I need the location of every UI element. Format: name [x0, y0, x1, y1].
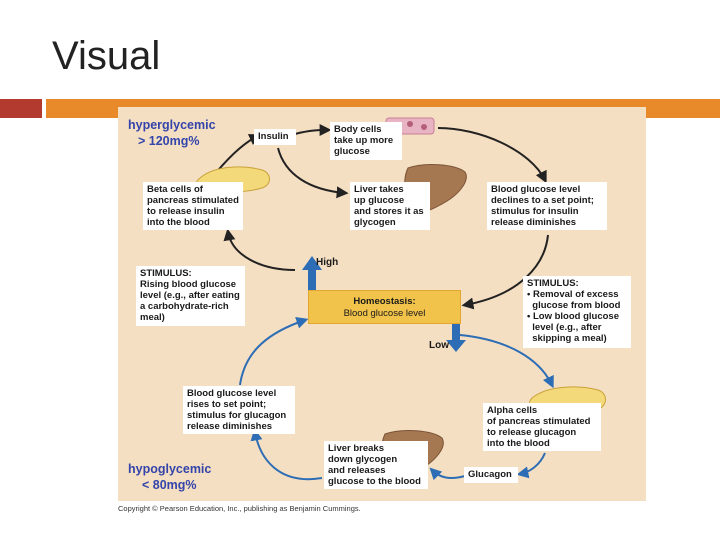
glucagon-label: Glucagon — [464, 467, 518, 483]
stimulus-left-line: STIMULUS: — [140, 268, 192, 279]
declines-line: Blood glucose level — [491, 184, 581, 195]
alpha-cells-line: of pancreas stimulated — [487, 416, 591, 427]
stimulus-right-line: glucose from blood — [527, 300, 621, 311]
hyperglycemic-text: hyperglycemic — [128, 118, 216, 132]
beta-cells-box: Beta cells of pancreas stimulated to rel… — [143, 182, 243, 230]
declines-line: stimulus for insulin — [491, 206, 579, 217]
stimulus-left-line: a carbohydrate-rich — [140, 301, 229, 312]
liver-takes-line: and stores it as — [354, 206, 424, 217]
arrow-stimulus-to-beta — [223, 228, 296, 271]
stimulus-left-line: Rising blood glucose — [140, 279, 237, 290]
rises-line: rises to set point; — [187, 399, 267, 410]
homeostasis-title: Homeostasis: — [353, 296, 416, 307]
arrow-alpha-to-glucagon — [516, 452, 546, 479]
arrow-insulin-to-liver — [277, 147, 349, 199]
beta-cells-line: into the blood — [147, 217, 210, 228]
liver-breaks-line: Liver breaks — [328, 443, 384, 454]
alpha-cells-line: into the blood — [487, 438, 550, 449]
homeostasis-box: Homeostasis: Blood glucose level — [308, 290, 461, 324]
stimulus-left-line: level (e.g., after eating — [140, 290, 240, 301]
arrow-bodycells-to-declines — [437, 127, 547, 184]
stimulus-right-line: • Removal of excess — [527, 289, 619, 300]
liver-breaks-box: Liver breaks down glycogen and releases … — [324, 441, 428, 489]
rises-line: stimulus for glucagon — [187, 410, 287, 421]
stimulus-right-line: • Low blood glucose — [527, 311, 619, 322]
arrow-glucagon-to-liver — [429, 467, 466, 481]
liver-takes-line: glycogen — [354, 217, 396, 228]
stimulus-right-line: STIMULUS: — [527, 278, 579, 289]
liver-takes-line: Liver takes — [354, 184, 404, 195]
body-cells-line: glucose — [334, 146, 370, 157]
hyperglycemic-value: > 120mg% — [138, 134, 200, 148]
homeostasis-sub: Blood glucose level — [343, 308, 426, 319]
alpha-cells-line: Alpha cells — [487, 405, 538, 416]
declines-box: Blood glucose level declines to a set po… — [487, 182, 607, 230]
hypoglycemic-value: < 80mg% — [142, 478, 197, 492]
alpha-cells-box: Alpha cells of pancreas stimulated to re… — [483, 403, 601, 451]
stimulus-left-box: STIMULUS: Rising blood glucose level (e.… — [136, 266, 245, 326]
stimulus-right-box: STIMULUS: • Removal of excess glucose fr… — [523, 276, 631, 348]
beta-cells-line: to release insulin — [147, 206, 225, 217]
arrow-liver-to-rises — [250, 428, 323, 481]
high-arrow-icon — [302, 256, 322, 290]
beta-cells-line: Beta cells of — [147, 184, 203, 195]
arrow-rises-to-homeostasis — [239, 317, 309, 386]
stimulus-right-line: skipping a meal) — [527, 333, 607, 344]
hyperglycemic-label: hyperglycemic > 120mg% — [128, 117, 216, 149]
copyright-text: Copyright © Pearson Education, Inc., pub… — [118, 504, 361, 513]
slide-title: Visual — [52, 34, 161, 78]
beta-cells-line: pancreas stimulated — [147, 195, 239, 206]
declines-line: release diminishes — [491, 217, 577, 228]
rises-line: Blood glucose level — [187, 388, 277, 399]
accent-bar-red — [0, 99, 42, 118]
alpha-cells-line: to release glucagon — [487, 427, 577, 438]
hypoglycemic-label: hypoglycemic < 80mg% — [128, 461, 211, 493]
low-arrow-icon — [446, 324, 466, 352]
hypoglycemic-text: hypoglycemic — [128, 462, 212, 476]
rises-line: release diminishes — [187, 421, 273, 432]
liver-takes-line: up glucose — [354, 195, 405, 206]
insulin-label: Insulin — [254, 129, 296, 145]
body-cells-box: Body cells take up more glucose — [330, 122, 402, 160]
rises-box: Blood glucose level rises to set point; … — [183, 386, 295, 434]
arrow-homeostasis-to-alpha — [459, 334, 554, 389]
liver-takes-box: Liver takes up glucose and stores it as … — [350, 182, 430, 230]
high-label: High — [316, 257, 339, 268]
declines-line: declines to a set point; — [491, 195, 594, 206]
liver-breaks-line: down glycogen — [328, 454, 398, 465]
body-cells-line: take up more — [334, 135, 394, 146]
arrow-insulin-to-bodycells — [294, 124, 332, 137]
body-cells-line: Body cells — [334, 124, 382, 135]
low-label: Low — [429, 340, 449, 351]
stimulus-right-line: level (e.g., after — [527, 322, 602, 333]
liver-breaks-line: glucose to the blood — [328, 476, 421, 487]
liver-breaks-line: and releases — [328, 465, 386, 476]
stimulus-left-line: meal) — [140, 312, 165, 323]
